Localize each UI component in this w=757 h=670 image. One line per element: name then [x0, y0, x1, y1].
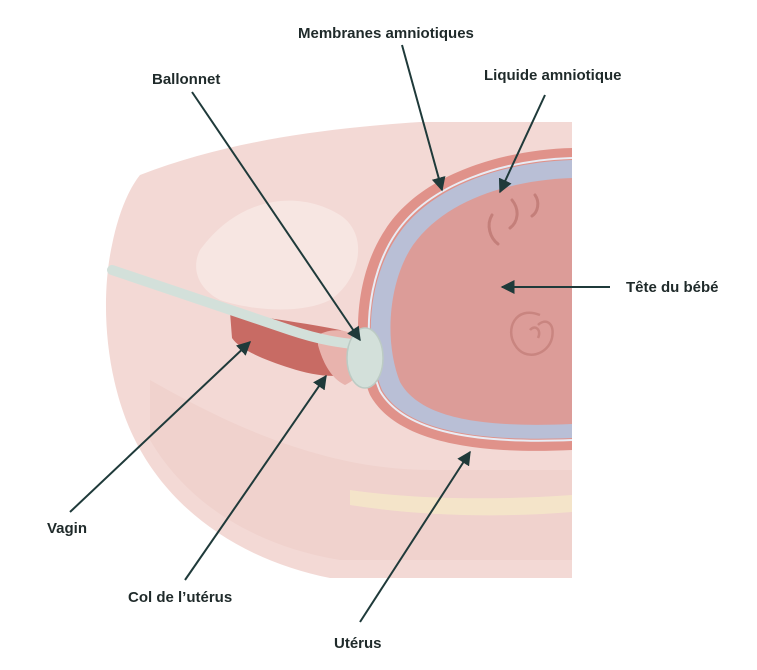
arrow-liquide	[498, 94, 546, 194]
label-membranes: Membranes amniotiques	[298, 25, 474, 42]
label-tete: Tête du bébé	[626, 279, 719, 296]
arrow-membranes	[401, 44, 446, 192]
baby-head	[390, 178, 572, 425]
arrow-uterus	[359, 450, 471, 623]
amniotic-membrane	[367, 157, 572, 442]
baby-hair	[487, 193, 540, 246]
label-vagin: Vagin	[47, 520, 87, 537]
label-uterus: Utérus	[334, 635, 382, 652]
arrow-vagin	[69, 341, 252, 513]
label-liquide: Liquide amniotique	[484, 67, 622, 84]
catheter-tube	[107, 265, 367, 350]
baby-ear	[509, 311, 554, 356]
anatomy-illustration	[105, 122, 572, 578]
leader-lines	[69, 44, 610, 623]
label-col: Col de l’utérus	[128, 589, 232, 606]
label-ballonnet: Ballonnet	[152, 71, 220, 88]
balloon	[346, 327, 384, 389]
pelvic-tissue	[196, 200, 359, 310]
fat-layer	[350, 490, 572, 516]
arrow-ballonnet	[191, 91, 361, 342]
arrow-col	[184, 374, 327, 581]
labels: Membranes amniotiques Liquide amniotique…	[47, 25, 719, 652]
